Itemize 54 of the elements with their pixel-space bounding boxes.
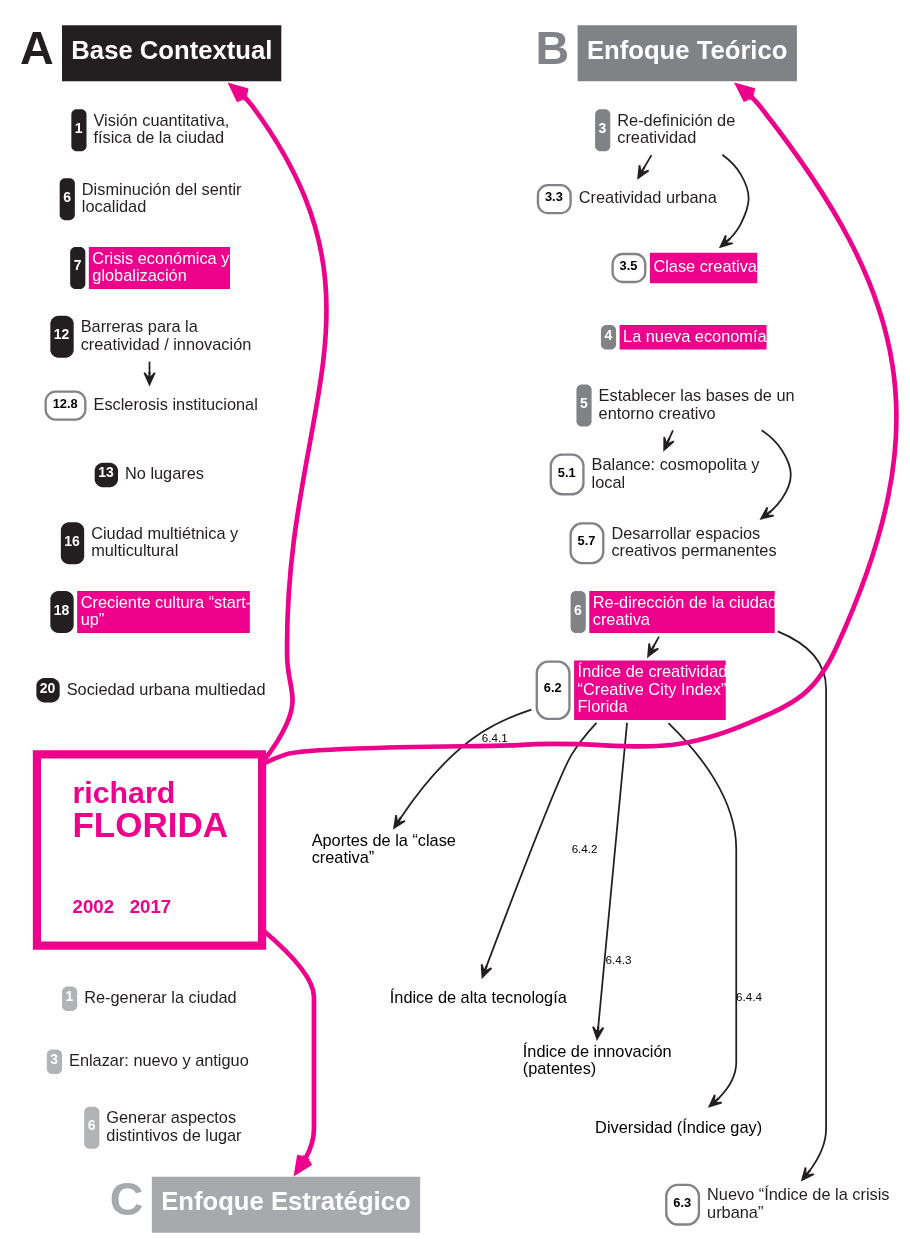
node-label: A	[20, 21, 54, 74]
node-box: 12.8	[44, 390, 87, 421]
arrow	[592, 722, 628, 1040]
node-box: Enfoque Estratégico	[151, 1176, 421, 1233]
node-label: Esclerosis institucional	[93, 394, 258, 413]
edge-label: 6.4.2	[571, 841, 598, 855]
node-label: B	[535, 21, 570, 74]
edge-label: 6.4.3	[605, 953, 632, 967]
node-label: Establecer las bases de un entorno creativo	[598, 386, 795, 422]
node-box: 6.3	[665, 1183, 701, 1226]
arrow	[667, 722, 738, 1108]
node-text: Aportes de la “clase creativa”	[311, 830, 456, 867]
node-text: Índice de alta tecnología	[389, 988, 567, 1007]
node-box: 5.7	[569, 522, 605, 565]
node-text: Diversidad (Índice gay)	[595, 1117, 763, 1136]
node-label: Desarrollar espacios creativos permanentes	[611, 523, 777, 560]
node-label: Generar aspectos distintivos de lugar	[106, 1108, 242, 1144]
node-label: Creatividad urbana	[578, 188, 717, 207]
node-label: Balance: cosmopolita y local	[591, 455, 760, 491]
node-label: Barreras para la creatividad / innovación	[80, 317, 252, 353]
node-box: Enfoque Teórico	[577, 25, 797, 82]
arrow	[480, 722, 598, 978]
node-box: Base Contextual	[62, 25, 282, 82]
node-label: Re-definición de creatividad	[617, 110, 736, 147]
node-text: Índice de innovación (patentes)	[522, 1041, 672, 1078]
node-label: Nuevo “Índice de la crisis urbana”	[707, 1185, 890, 1221]
node-label: Disminución del sentir localidad	[81, 179, 242, 216]
arrow	[229, 83, 329, 764]
node-label: Enlazar: nuevo y antiguo	[69, 1051, 249, 1070]
node-label: Ciudad multiétnica y multicultural	[91, 523, 239, 560]
node-label: C	[109, 1173, 144, 1226]
node-box: 1	[71, 109, 87, 152]
node-label: Visión cuantitativa, física de la ciudad	[93, 110, 230, 147]
node-box: richard FLORIDA 2002 2017	[32, 750, 267, 950]
node-box: 6	[84, 1106, 100, 1149]
node-box: 3	[595, 109, 611, 152]
node-box: 3.3	[536, 183, 572, 215]
node-box: 5	[576, 384, 592, 427]
node-box: 12	[50, 315, 74, 358]
arrow	[393, 708, 533, 829]
node-box: 1	[62, 986, 78, 1012]
node-box: 5.1	[549, 453, 585, 496]
node-box: 16	[60, 522, 85, 565]
node-box: 3	[46, 1049, 62, 1074]
arrow	[663, 429, 675, 451]
node-label: Sociedad urbana multiedad	[66, 679, 266, 698]
arrow	[719, 153, 750, 248]
arrow	[637, 154, 653, 179]
arrow	[776, 630, 827, 1181]
arrow	[760, 429, 792, 520]
node-label: Re-generar la ciudad	[84, 988, 237, 1007]
node-box: 6	[59, 178, 75, 221]
edge-label: 6.4.1	[481, 730, 508, 744]
node-label: No lugares	[125, 464, 204, 483]
